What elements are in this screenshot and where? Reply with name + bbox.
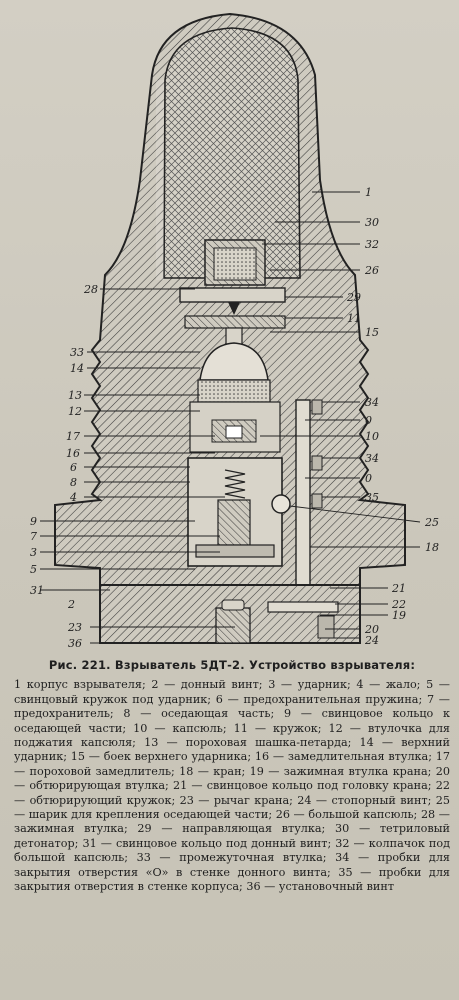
label-0-upper: 0 [365,414,372,427]
plug-35 [311,493,323,509]
label-19: 19 [392,609,406,622]
label-10: 10 [365,430,379,443]
big-capsule [213,247,257,281]
label-21: 21 [391,582,406,595]
label-22: 22 [391,598,406,611]
label-29: 29 [346,291,361,304]
label-35: 35 [365,491,379,504]
upper-striker [199,342,269,381]
outer-dome-band [156,80,164,280]
label-30: 30 [365,216,379,229]
label-18: 18 [425,541,439,554]
label-13: 13 [68,389,82,402]
clamp-sleeve [179,287,286,303]
label-16: 16 [66,447,80,460]
figure-caption: Рис. 221. Взрыватель 5ДТ-2. Устройство в… [14,658,450,895]
label-2: 2 [67,598,75,611]
label-17: 17 [66,430,80,443]
striker [217,499,251,546]
label-28: 28 [83,283,98,296]
label-3: 3 [30,546,37,559]
label-25: 25 [424,516,439,529]
powder-petard [197,379,271,403]
set-screw-head [221,599,245,611]
label-20: 20 [364,623,379,636]
caption-legend: 1 корпус взрывателя; 2 — донный винт; 3 … [14,678,450,894]
label-1: 1 [365,186,372,199]
label-15: 15 [365,326,379,339]
stop-screw [317,615,335,639]
label-9: 9 [30,515,37,528]
tetryl-detonator [163,27,301,279]
label-4: 4 [69,491,77,504]
label-31: 31 [30,584,44,597]
valve-lever [267,601,339,613]
label-24: 24 [364,634,379,647]
label-7: 7 [30,530,37,543]
striker-sting [228,302,240,315]
fuze-cross-section-drawing: 1 30 32 26 28 29 11 15 33 14 13 12 34 0 … [30,12,439,650]
label-34-upper: 34 [365,396,379,409]
plug-34-lower [311,455,323,471]
label-6: 6 [70,461,77,474]
capsule [225,425,243,439]
set-screw [215,607,251,644]
safety-spring [224,469,246,499]
label-33: 33 [70,346,84,359]
label-32: 32 [365,238,379,251]
label-34-lower: 34 [365,452,379,465]
label-0-lower: 0 [365,472,372,485]
guide-sleeve [184,315,286,329]
label-26: 26 [364,264,379,277]
label-8: 8 [70,476,77,489]
retaining-ball [271,494,291,514]
label-5: 5 [30,563,37,576]
label-11: 11 [347,312,361,325]
label-14: 14 [70,362,84,375]
leader-lines [40,191,421,644]
lead-disc [195,544,275,558]
label-36: 36 [68,637,82,650]
plug-34-upper [311,399,323,415]
label-23: 23 [67,621,82,634]
label-12: 12 [68,405,82,418]
caption-title: Рис. 221. Взрыватель 5ДТ-2. Устройство в… [48,658,416,672]
